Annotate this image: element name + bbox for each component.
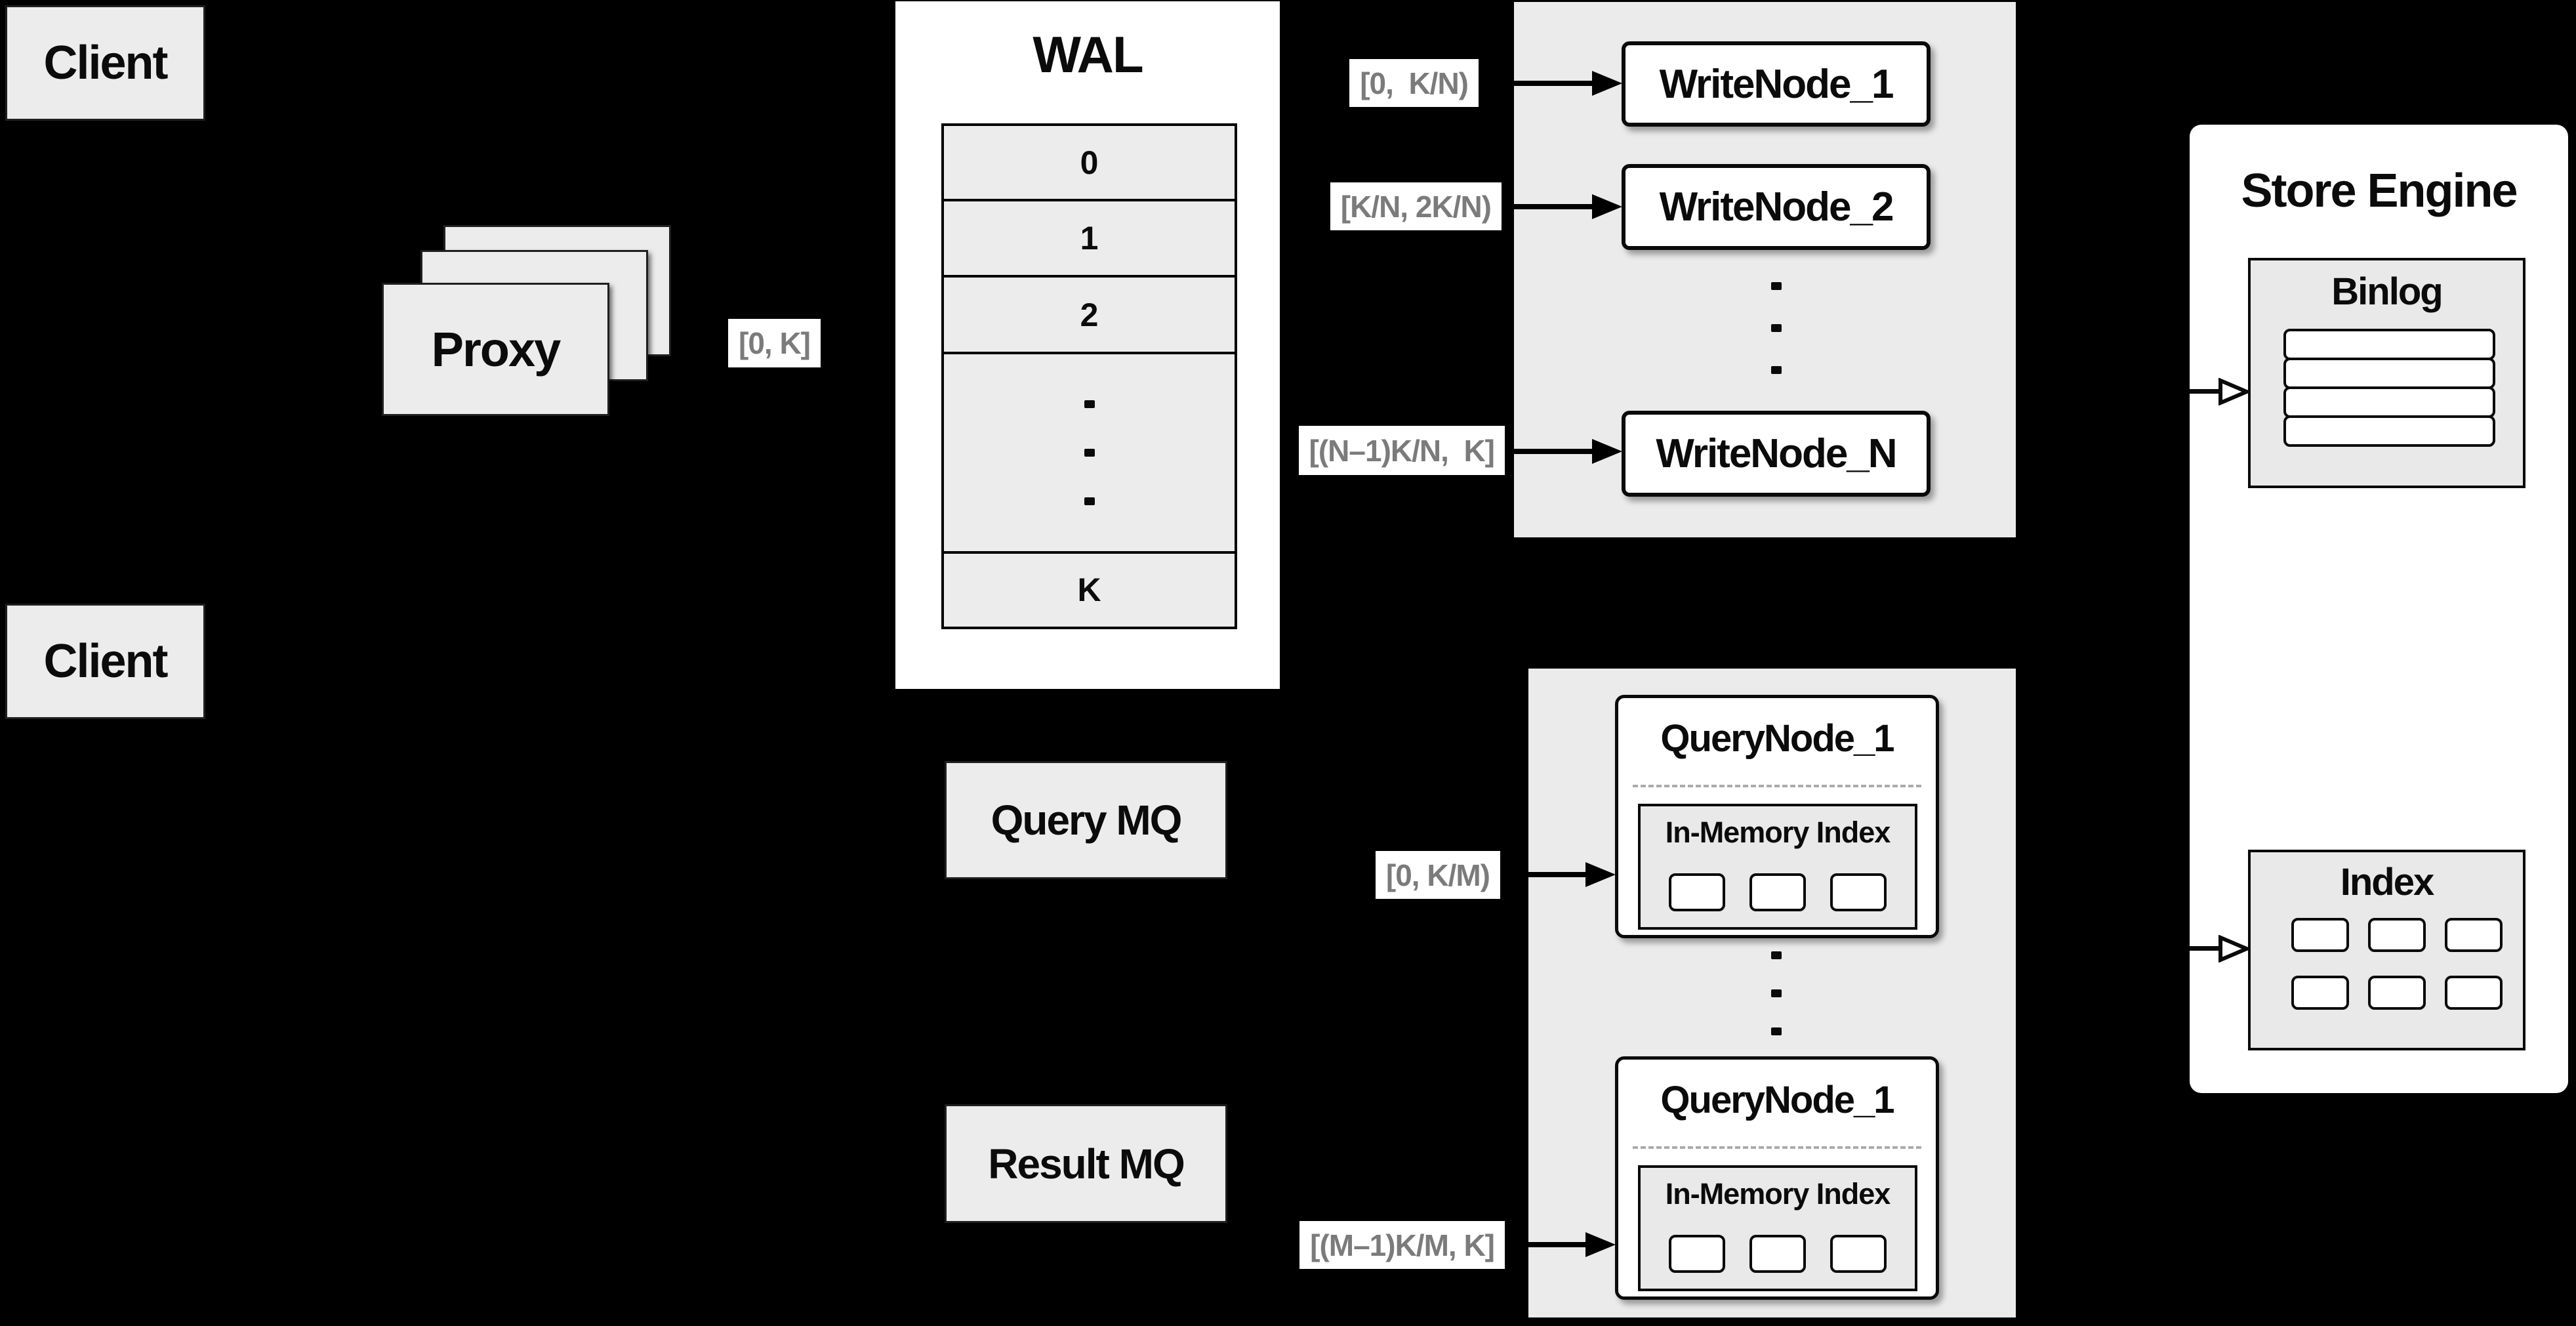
arrow-to-querynode-m bbox=[1505, 1232, 1616, 1257]
query-node-title: QueryNode_1 bbox=[1660, 1079, 1894, 1121]
result-mq-box: Result MQ bbox=[945, 1104, 1227, 1223]
segment-cell bbox=[1830, 1235, 1887, 1273]
wal-segment-row: 0 bbox=[944, 126, 1235, 202]
query-node-cluster-panel: QueryNode_1 In-Memory Index QueryNode_1 … bbox=[1528, 669, 2016, 1317]
index-cell bbox=[2291, 918, 2349, 952]
binlog-row bbox=[2283, 358, 2495, 389]
binlog-row bbox=[2283, 386, 2495, 418]
write-node-n: WriteNode_N bbox=[1622, 411, 1931, 497]
query-node-1: QueryNode_1 In-Memory Index bbox=[1615, 695, 1939, 938]
wal-segment-table: 0 1 2 K bbox=[941, 123, 1237, 629]
dashed-divider bbox=[1633, 785, 1921, 787]
index-cell bbox=[2291, 976, 2349, 1010]
segment-cell bbox=[1749, 1235, 1806, 1273]
index-box: Index bbox=[2248, 850, 2525, 1050]
range-label-writenode-2: [K/N, 2K/N) bbox=[1330, 182, 1502, 230]
in-memory-index-box: In-Memory Index bbox=[1638, 804, 1917, 930]
dashed-divider bbox=[1633, 1146, 1921, 1149]
index-cell bbox=[2445, 976, 2503, 1010]
segment-cell bbox=[1669, 1235, 1725, 1273]
write-node-2: WriteNode_2 bbox=[1622, 164, 1931, 250]
segment-cell bbox=[1669, 873, 1725, 911]
binlog-box: Binlog bbox=[2248, 258, 2525, 488]
binlog-title: Binlog bbox=[2331, 270, 2443, 313]
store-engine-title: Store Engine bbox=[2241, 165, 2518, 217]
range-label-querynode-m: [(M–1)K/M, K] bbox=[1299, 1221, 1505, 1269]
in-memory-index-title: In-Memory Index bbox=[1665, 1177, 1891, 1211]
arrow-to-writenode-1 bbox=[1479, 71, 1622, 96]
arrow-to-querynode-1 bbox=[1500, 862, 1616, 887]
open-arrowhead-index bbox=[2218, 935, 2249, 963]
arrow-shaft-to-binlog bbox=[2190, 389, 2219, 394]
segment-cell bbox=[1749, 873, 1806, 911]
binlog-rows bbox=[2283, 329, 2495, 447]
index-title: Index bbox=[2340, 861, 2435, 903]
index-cell bbox=[2368, 918, 2426, 952]
range-label-querynode-1: [0, K/M) bbox=[1375, 851, 1500, 899]
wal-box: WAL 0 1 2 K bbox=[895, 1, 1280, 689]
client-box-top: Client bbox=[5, 5, 205, 121]
wal-segment-row: 2 bbox=[944, 277, 1235, 355]
arrow-to-writenode-2 bbox=[1502, 194, 1622, 219]
in-memory-index-title: In-Memory Index bbox=[1665, 816, 1891, 849]
index-cell bbox=[2445, 918, 2503, 952]
proxy-card-front: Proxy bbox=[382, 283, 609, 416]
arrow-to-writenode-n bbox=[1505, 439, 1622, 464]
open-arrowhead-binlog bbox=[2218, 378, 2249, 405]
write-node-1: WriteNode_1 bbox=[1622, 41, 1931, 127]
wal-segment-row: 1 bbox=[944, 201, 1235, 278]
store-engine-box: Store Engine Binlog Index bbox=[2190, 125, 2568, 1093]
wal-segment-row: K bbox=[944, 553, 1235, 627]
query-node-title: QueryNode_1 bbox=[1660, 717, 1894, 760]
binlog-row bbox=[2283, 329, 2495, 360]
wal-segment-row-ellipsis bbox=[944, 354, 1235, 554]
client-box-bottom: Client bbox=[5, 604, 205, 719]
range-label-proxy-wal: [0, K] bbox=[728, 319, 821, 367]
vertical-ellipsis-icon bbox=[1771, 282, 1782, 374]
query-node-m: QueryNode_1 In-Memory Index bbox=[1615, 1056, 1939, 1300]
vertical-ellipsis-icon bbox=[1084, 400, 1095, 505]
index-cell bbox=[2368, 976, 2426, 1010]
wal-title: WAL bbox=[1032, 26, 1143, 83]
in-memory-index-box: In-Memory Index bbox=[1638, 1165, 1917, 1291]
vertical-ellipsis-icon bbox=[1771, 951, 1782, 1035]
arrow-shaft-to-index bbox=[2190, 946, 2219, 951]
range-label-writenode-n: [(N–1)K/N, K] bbox=[1298, 426, 1505, 475]
segment-cell bbox=[1830, 873, 1887, 911]
binlog-row bbox=[2283, 415, 2495, 447]
range-label-writenode-1: [0, K/N) bbox=[1349, 59, 1479, 107]
query-mq-box: Query MQ bbox=[945, 761, 1227, 879]
